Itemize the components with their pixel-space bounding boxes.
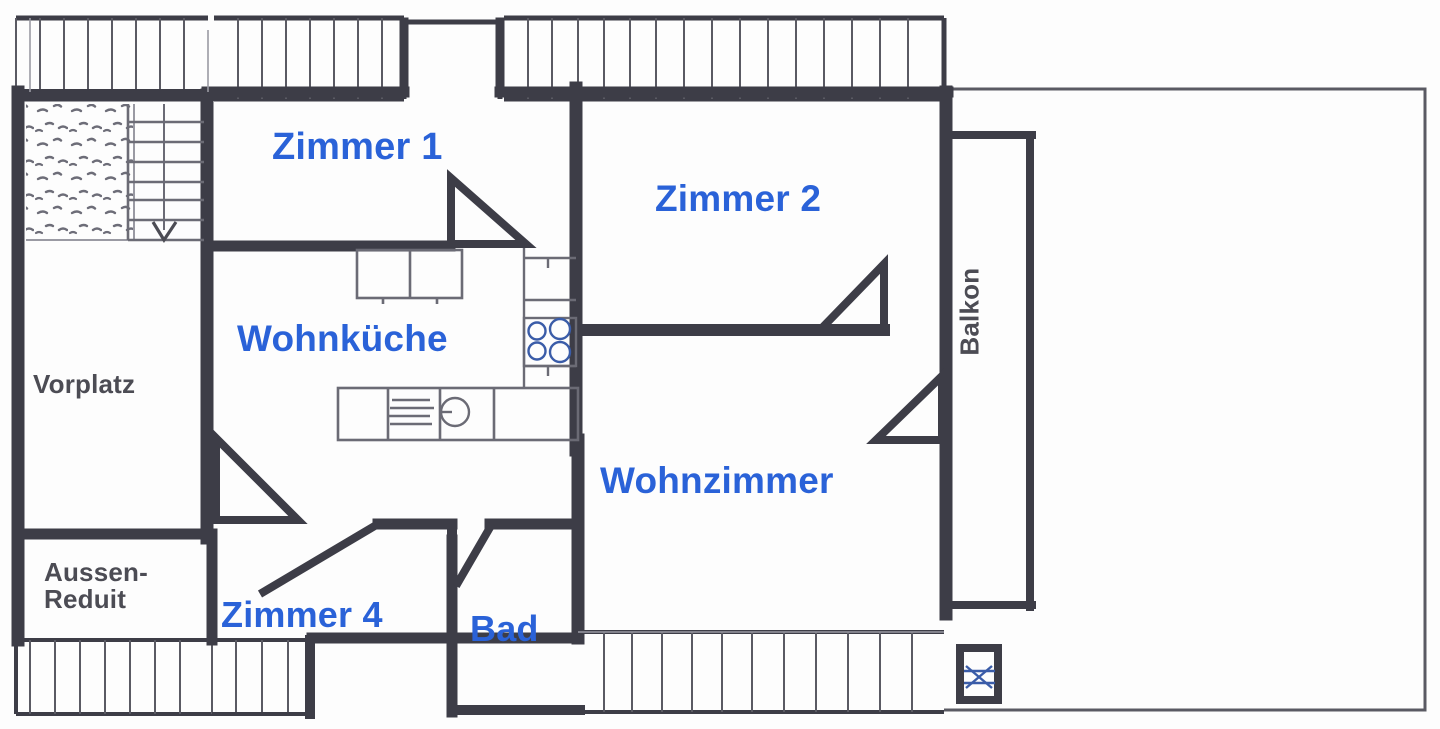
- door-swing-arc-balkon: [866, 366, 946, 444]
- outer-terrace-outline: [944, 87, 1427, 712]
- door-swing-arc-zimmer2: [810, 254, 888, 334]
- room-label-zimmer-2: Zimmer 2: [655, 178, 822, 219]
- room-label-wohnkueche: Wohnküche: [237, 318, 448, 359]
- room-label-aussen-reduit-line2: Reduit: [44, 584, 127, 615]
- room-label-vorplatz: Vorplatz: [33, 369, 136, 399]
- railing-hatch-band-bottom: [14, 630, 944, 716]
- room-label-wohnzimmer: Wohnzimmer: [600, 460, 834, 501]
- staircase-with-down-arrow: [126, 104, 204, 243]
- stippled-surface: [26, 104, 135, 241]
- structural-walls: [11, 17, 1036, 719]
- thin-detail-lines: [29, 18, 944, 633]
- room-label-bad: Bad: [470, 608, 539, 649]
- room-label-zimmer-1: Zimmer 1: [272, 126, 443, 168]
- kitchen-counter: [336, 248, 580, 442]
- door-swing-arc-bad: [452, 521, 496, 589]
- room-label-zimmer-4: Zimmer 4: [221, 594, 383, 635]
- room-label-aussen-reduit: Aussen- Reduit: [44, 557, 148, 615]
- vertical-shaft-symbol: [964, 665, 995, 689]
- room-label-balkon: Balkon: [954, 267, 985, 356]
- door-swing-arc-zimmer1: [447, 169, 537, 248]
- room-label-aussen-reduit-line1: Aussen-: [44, 557, 148, 587]
- door-swing-arc-zimmer4: [257, 520, 381, 598]
- stove-four-burners: [522, 240, 578, 388]
- door-swing-arc-vorplatz: [212, 428, 308, 524]
- sink-with-drainboard: [388, 396, 471, 428]
